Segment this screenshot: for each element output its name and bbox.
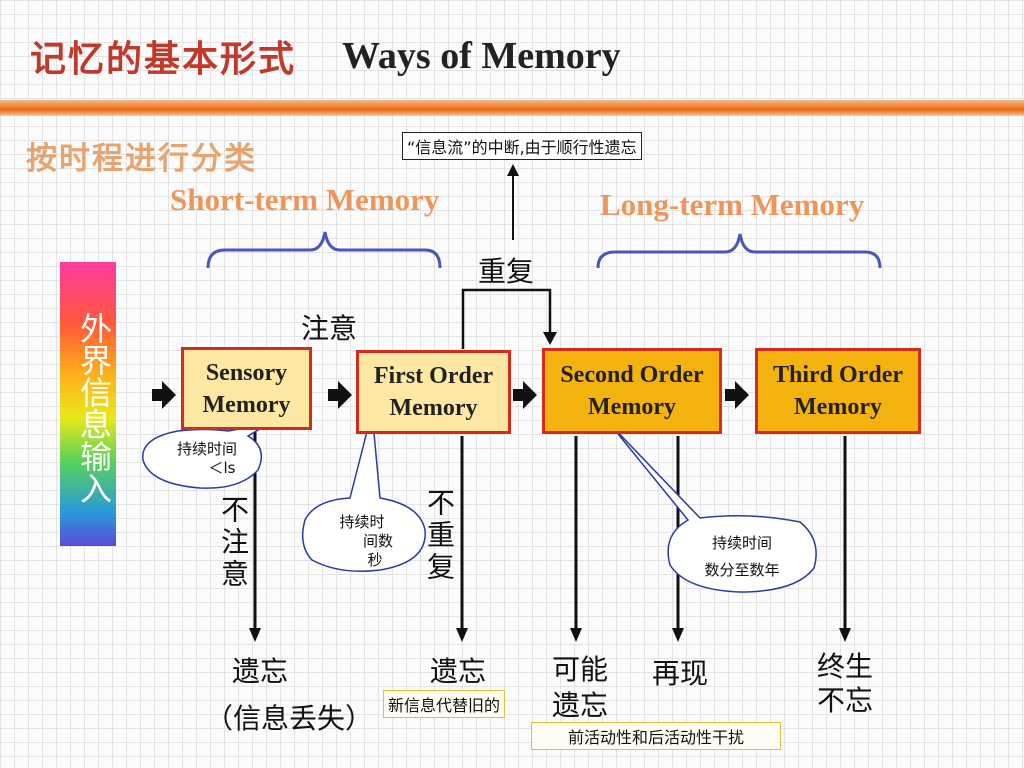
short-term-memory-label: Short-term Memory [170,182,440,217]
bubble-second-text: 持续时间 数分至数年 [690,530,794,584]
repeat-label: 重复 [478,255,535,288]
box-line: Sensory [205,359,288,386]
bubble-second [609,423,817,593]
bubble-line: 秒 [367,551,383,569]
bubble-first-text: 持续时 间数 秒 [325,513,415,570]
flow-arrows [152,381,749,409]
forget-label-first: 遗忘 [430,655,487,688]
title-underline-bar [0,100,1024,116]
box-line: Memory [794,394,882,420]
may-forget-label: 可能遗忘 [552,653,609,722]
bubble-line: 持续时间 [176,440,237,458]
bubble-sensory [142,423,269,489]
page-title-english: Ways of Memory [342,35,621,77]
box-line: Memory [389,395,478,421]
repeat-loop [461,288,552,349]
bubble-line: ＜ls [208,459,236,477]
interference-note: 前活动性和后活动性干扰 [531,722,781,750]
lifelong-label: 终生不忘 [817,650,874,717]
bubble-line: 持续时 [339,513,385,531]
flow-interruption-note: “信息流”的中断,由于顺行性遗忘 [402,132,642,160]
new-info-note: 新信息代替旧的 [383,690,506,718]
bubble-first [301,411,426,572]
box-line: Third Order [773,362,903,388]
info-loss-label: （信息丢失） [205,702,374,735]
bubble-line: 间数 [362,532,393,550]
bubble-line: 持续时间 [711,534,772,552]
box-line: First Order [373,363,494,389]
no-attention-label: 不注意 [217,495,250,591]
page-title-chinese: 记忆的基本形式 [30,39,297,80]
subtitle: 按时程进行分类 [26,141,257,177]
external-input-text: 外界信息输入 [75,312,113,504]
short-term-brace [206,231,442,269]
forget-label-sensory: 遗忘 [232,655,289,688]
box-line: Memory [588,394,676,420]
bubble-line: 数分至数年 [704,561,780,579]
bubble-sensory-text: 持续时间 ＜ls [163,440,251,478]
recall-label: 再现 [652,657,709,690]
box-line: Memory [202,391,291,418]
attention-label: 注意 [301,312,358,345]
box-line: Second Order [560,362,704,388]
long-term-memory-label: Long-term Memory [600,187,865,222]
long-term-brace [596,233,882,269]
external-input-banner [60,262,116,546]
no-repeat-label: 不重复 [423,488,456,584]
